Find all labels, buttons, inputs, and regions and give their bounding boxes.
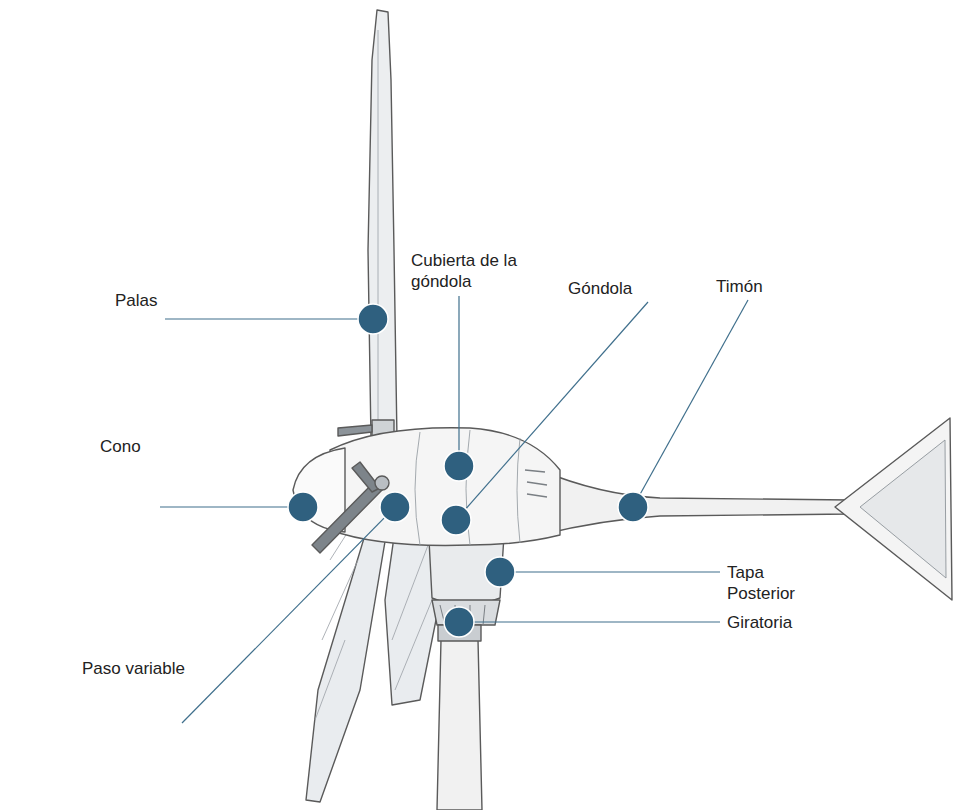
part-label: Timón bbox=[716, 276, 763, 297]
callout-dot bbox=[444, 451, 474, 481]
leader-line bbox=[633, 300, 748, 507]
callout-dot bbox=[441, 505, 471, 535]
tower-pole bbox=[437, 640, 482, 810]
leader-line bbox=[165, 318, 373, 319]
tail-boom bbox=[540, 470, 850, 535]
leader-line bbox=[160, 506, 303, 507]
leader-line bbox=[500, 571, 720, 572]
blade-top bbox=[368, 10, 397, 440]
callout-dot bbox=[485, 557, 515, 587]
leader-line bbox=[456, 302, 648, 520]
leader-line bbox=[182, 507, 395, 723]
callout-dot bbox=[444, 607, 474, 637]
nacelle bbox=[330, 428, 560, 546]
part-label: Cono bbox=[100, 436, 141, 457]
callout-dot bbox=[288, 492, 318, 522]
callout-dot bbox=[380, 492, 410, 522]
part-label: Tapa Posterior bbox=[727, 562, 805, 604]
part-label: Paso variable bbox=[82, 658, 185, 679]
leader-line bbox=[458, 296, 459, 466]
callout-dot bbox=[618, 492, 648, 522]
pitch-arm bbox=[338, 425, 372, 436]
tail-fin bbox=[835, 418, 952, 600]
part-label: Góndola bbox=[568, 278, 632, 299]
leader-line bbox=[459, 621, 720, 622]
part-label: Giratoria bbox=[727, 612, 792, 633]
part-label: Palas bbox=[115, 290, 158, 311]
part-label: Cubierta de la góndola bbox=[411, 250, 523, 292]
callout-dot bbox=[358, 304, 388, 334]
